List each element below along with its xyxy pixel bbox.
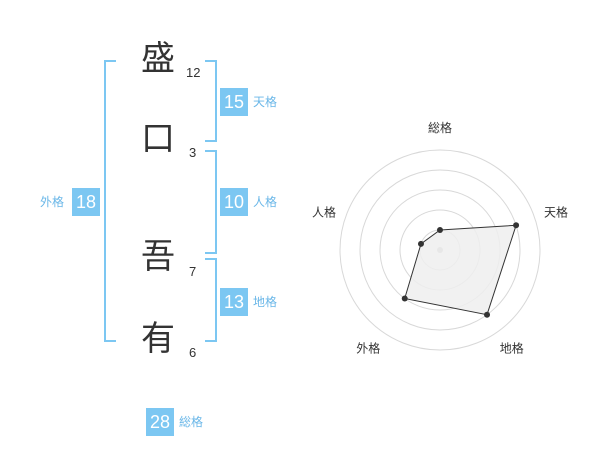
radar-axis-label-1: 総格 xyxy=(428,120,452,135)
gaikaku-bracket xyxy=(104,60,116,342)
stroke-count-4: 6 xyxy=(189,345,197,360)
radar-point-1 xyxy=(437,227,443,233)
radar-point-4 xyxy=(401,295,408,302)
name-char-1: 盛 xyxy=(141,39,175,79)
soukaku-label: 総格 xyxy=(179,415,204,429)
radar-ring-4 xyxy=(359,169,521,331)
radar-ring-5 xyxy=(339,149,541,351)
radar-data-polygon xyxy=(404,224,517,316)
radar-axis-label-2: 天格 xyxy=(544,204,568,219)
jinkaku-value: 10 xyxy=(220,188,248,216)
jinkaku-label: 人格 xyxy=(253,195,278,209)
gaikaku-label: 外格 xyxy=(40,195,65,209)
soukaku-value: 28 xyxy=(146,408,174,436)
radar-axis-label-4: 外格 xyxy=(356,341,380,356)
radar-point-2 xyxy=(513,222,520,229)
tenkaku-label: 天格 xyxy=(253,95,278,109)
chikaku-bracket xyxy=(205,258,217,342)
radar-axis-label-5: 人格 xyxy=(312,204,336,219)
chikaku-value: 13 xyxy=(220,288,248,316)
tenkaku-value: 15 xyxy=(220,88,248,116)
radar-point-3 xyxy=(484,311,491,318)
radar-point-5 xyxy=(417,240,424,247)
name-char-2: 口 xyxy=(141,119,175,159)
stroke-count-1: 12 xyxy=(186,65,201,80)
chikaku-label: 地格 xyxy=(253,295,278,309)
jinkaku-bracket xyxy=(205,150,217,254)
gaikaku-value: 18 xyxy=(72,188,100,216)
name-char-4: 有 xyxy=(141,319,175,359)
stroke-count-2: 3 xyxy=(189,145,197,160)
tenkaku-bracket xyxy=(205,60,217,142)
radar-axis-label-3: 地格 xyxy=(500,341,524,356)
name-char-3: 吾 xyxy=(141,237,175,277)
stroke-count-3: 7 xyxy=(189,264,197,279)
